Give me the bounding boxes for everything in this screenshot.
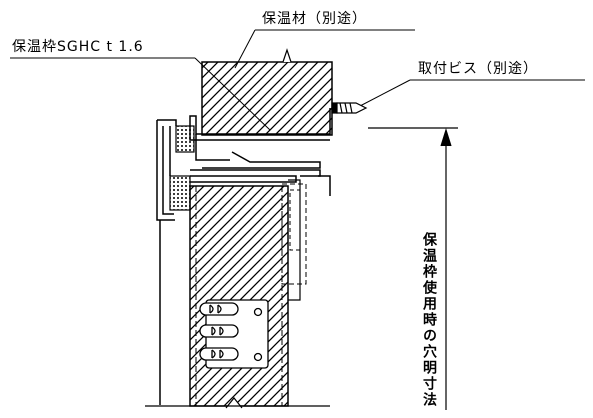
leader-screw	[359, 79, 411, 107]
insulation-block	[201, 48, 333, 136]
door-leaf	[189, 169, 331, 409]
dimension-arrow-icon	[440, 127, 452, 147]
gasket-top	[175, 125, 195, 153]
label-insulation-material: 保温材（別途）	[262, 11, 367, 27]
dimension-line	[368, 127, 458, 410]
label-mount-screw: 取付ビス（別途）	[418, 61, 538, 77]
gaskets	[169, 125, 195, 211]
label-opening-dimension: 保温枠使用時の穴明寸法	[421, 232, 437, 408]
gasket-middle	[169, 175, 191, 211]
label-frame-spec: 保温枠SGHC t 1.6	[12, 39, 144, 55]
door-frame-profile	[156, 119, 177, 405]
mount-screw-icon	[331, 102, 368, 114]
hinge	[199, 299, 269, 369]
